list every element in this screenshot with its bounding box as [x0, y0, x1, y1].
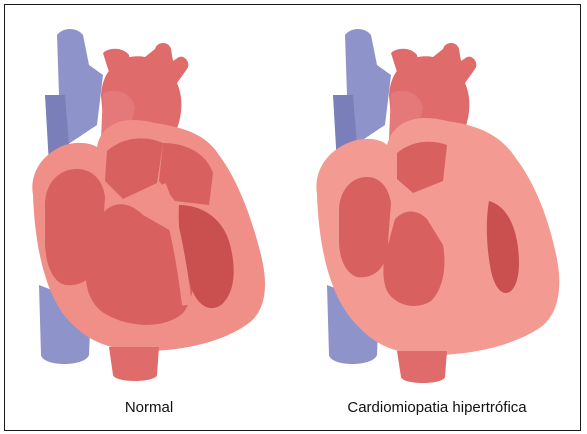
normal-heart-illustration	[5, 5, 293, 385]
hypertrophic-caption: Cardiomiopatia hipertrófica	[293, 399, 581, 416]
descending-aorta	[109, 347, 159, 381]
normal-heart-panel: Normal	[5, 5, 293, 430]
right-atrium	[339, 177, 391, 277]
normal-caption: Normal	[5, 399, 293, 416]
figure-frame: Normal Cardiomiopatia hipertrófica	[4, 4, 581, 431]
descending-aorta	[397, 351, 447, 383]
hypertrophic-heart-panel: Cardiomiopatia hipertrófica	[293, 5, 581, 430]
hypertrophic-heart-illustration	[293, 5, 581, 385]
